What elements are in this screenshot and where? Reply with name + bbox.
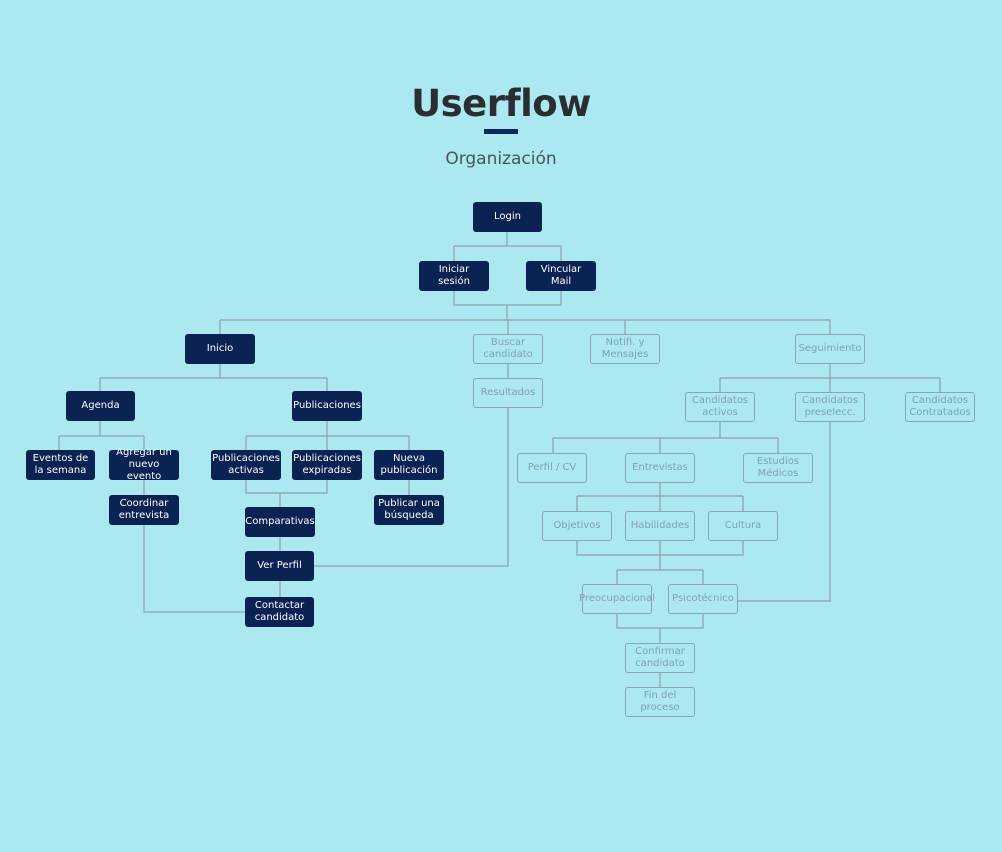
connector [314, 363, 509, 567]
entrevistas-node[interactable]: Entrevistas [625, 453, 695, 483]
title-underline [484, 129, 518, 134]
publicar-busqueda-node[interactable]: Publicar una búsqueda [374, 495, 444, 525]
connector [453, 232, 562, 262]
iniciar-sesion-node[interactable]: Iniciar sesión [419, 261, 489, 291]
buscar-candidato-node[interactable]: Buscar candidato [473, 334, 543, 364]
publicaciones-activas-node[interactable]: Publicaciones activas [211, 450, 281, 480]
cultura-node[interactable]: Cultura [708, 511, 778, 541]
agenda-node[interactable]: Agenda [66, 391, 135, 421]
connector [245, 421, 410, 450]
connector [245, 479, 328, 507]
connector [453, 290, 562, 320]
login-node[interactable]: Login [473, 202, 542, 232]
fin-proceso-node[interactable]: Fin del proceso [625, 687, 695, 717]
connector [219, 319, 831, 334]
page-title: Userflow [411, 82, 591, 125]
confirmar-candidato-node[interactable]: Confirmar candidato [625, 643, 695, 673]
comparativas-node[interactable]: Comparativas [245, 507, 315, 537]
notificaciones-node[interactable]: Notifi. y Mensajes [590, 334, 660, 364]
eventos-semana-node[interactable]: Eventos de la semana [26, 450, 95, 480]
connector [616, 614, 704, 643]
resultados-node[interactable]: Resultados [473, 378, 543, 408]
candidatos-activos-node[interactable]: Candidatos activos [685, 392, 755, 422]
publicaciones-node[interactable]: Publicaciones [292, 391, 362, 421]
inicio-node[interactable]: Inicio [185, 334, 255, 364]
connector [719, 363, 941, 392]
connector [143, 479, 280, 613]
connector [58, 421, 145, 450]
psicotecnico-node[interactable]: Psicotécnico [668, 584, 738, 614]
preocupacional-node[interactable]: Preocupacional [579, 584, 655, 614]
perfil-cv-node[interactable]: Perfil / CV [517, 453, 587, 483]
nueva-publicacion-node[interactable]: Nueva publicación [374, 450, 444, 480]
ver-perfil-node[interactable]: Ver Perfil [245, 551, 314, 581]
connector [99, 363, 328, 392]
connector [738, 422, 831, 602]
candidatos-contratados-node[interactable]: Candidatos Contratados [905, 392, 975, 422]
estudios-medicos-node[interactable]: Estudios Médicos [743, 453, 813, 483]
candidatos-preselecc-node[interactable]: Candidatos preselecc. [795, 392, 865, 422]
connector [576, 541, 744, 584]
coordinar-entrevista-node[interactable]: Coordinar entrevista [109, 495, 179, 525]
vincular-mail-node[interactable]: Vincular Mail [526, 261, 596, 291]
connector [576, 482, 744, 511]
contactar-candidato-node[interactable]: Contactar candidato [245, 597, 314, 627]
agregar-evento-node[interactable]: Agregar un nuevo evento [109, 447, 179, 482]
seguimiento-node[interactable]: Seguimiento [795, 334, 865, 364]
habilidades-node[interactable]: Habilidades [625, 511, 695, 541]
publicaciones-expiradas-node[interactable]: Publicaciones expiradas [292, 450, 362, 480]
page-subtitle: Organización [445, 149, 557, 169]
objetivos-node[interactable]: Objetivos [542, 511, 612, 541]
connector [552, 422, 779, 453]
